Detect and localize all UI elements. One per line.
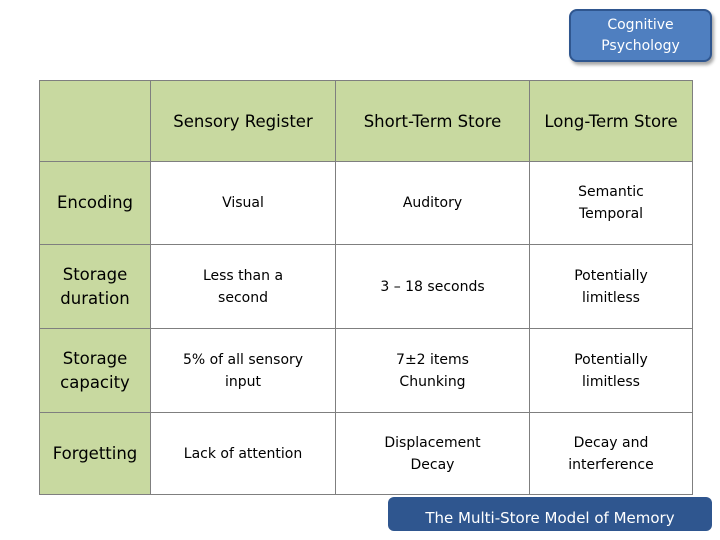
table-cell: 7±2 items Chunking	[335, 328, 530, 413]
row-header-line: Storage	[62, 264, 128, 284]
table-cell: Potentially limitless	[529, 328, 693, 413]
cell-line: Decay	[410, 456, 455, 473]
column-header-short-term-store: Short-Term Store	[335, 80, 530, 162]
cell-line: 7±2 items	[396, 351, 469, 368]
cell-line: Temporal	[578, 206, 644, 222]
row-header-line: Encoding	[56, 193, 134, 212]
table-cell: 5% of all sensory input	[150, 328, 336, 413]
table-cell: Potentially limitless	[529, 244, 693, 329]
column-header-sensory-register: Sensory Register	[150, 80, 336, 162]
memory-store-table: Sensory Register Short-Term Store Long-T…	[39, 80, 693, 495]
topic-badge: Cognitive Psychology	[569, 9, 712, 62]
row-header-line: Storage	[62, 348, 128, 368]
cell-line: Visual	[222, 195, 264, 211]
badge-line: Psychology	[601, 37, 680, 54]
table-cell: Visual	[150, 161, 336, 245]
slide-title-bar: The Multi-Store Model of Memory	[388, 497, 712, 531]
table-cell: Semantic Temporal	[529, 161, 693, 245]
cell-line: Less than a	[202, 267, 284, 284]
table-cell: 3 – 18 seconds	[335, 244, 530, 329]
cell-line: Chunking	[399, 373, 466, 390]
cell-line: Displacement	[384, 434, 481, 451]
table-row-storage-duration: Storage duration Less than a second 3 – …	[39, 244, 693, 329]
cell-line: input	[224, 373, 261, 390]
table-corner-cell	[39, 80, 151, 162]
row-header: Storage duration	[39, 244, 151, 329]
cell-line: limitless	[582, 289, 640, 306]
cell-line: 3 – 18 seconds	[380, 278, 485, 295]
cell-line: Auditory	[402, 195, 463, 211]
cell-line: Decay and	[573, 434, 649, 451]
cell-line: Potentially	[574, 267, 648, 284]
cell-line: limitless	[582, 373, 640, 390]
cell-line: 5% of all sensory	[182, 351, 304, 368]
slide-title: The Multi-Store Model of Memory	[425, 509, 675, 527]
table-row-forgetting: Forgetting Lack of attention Displacemen…	[39, 412, 693, 495]
table-cell: Lack of attention	[150, 412, 336, 495]
cell-line: Lack of attention	[183, 445, 303, 462]
badge-line: Cognitive	[607, 16, 674, 33]
row-header: Storage capacity	[39, 328, 151, 413]
row-header: Encoding	[39, 161, 151, 245]
table-row-encoding: Encoding Visual Auditory Semantic Tempor…	[39, 161, 693, 245]
table-header-row: Sensory Register Short-Term Store Long-T…	[39, 80, 693, 162]
table-row-storage-capacity: Storage capacity 5% of all sensory input…	[39, 328, 693, 413]
table-cell: Displacement Decay	[335, 412, 530, 495]
cell-line: Semantic	[578, 184, 644, 200]
row-header: Forgetting	[39, 412, 151, 495]
cell-line: interference	[568, 456, 654, 473]
table-cell: Auditory	[335, 161, 530, 245]
cell-line: Potentially	[574, 351, 648, 368]
cell-line: second	[218, 289, 268, 306]
table-cell: Less than a second	[150, 244, 336, 329]
row-header-line: Forgetting	[52, 443, 138, 463]
row-header-line: capacity	[60, 372, 130, 392]
row-header-line: duration	[60, 288, 130, 308]
table-cell: Decay and interference	[529, 412, 693, 495]
column-header-long-term-store: Long-Term Store	[529, 80, 693, 162]
